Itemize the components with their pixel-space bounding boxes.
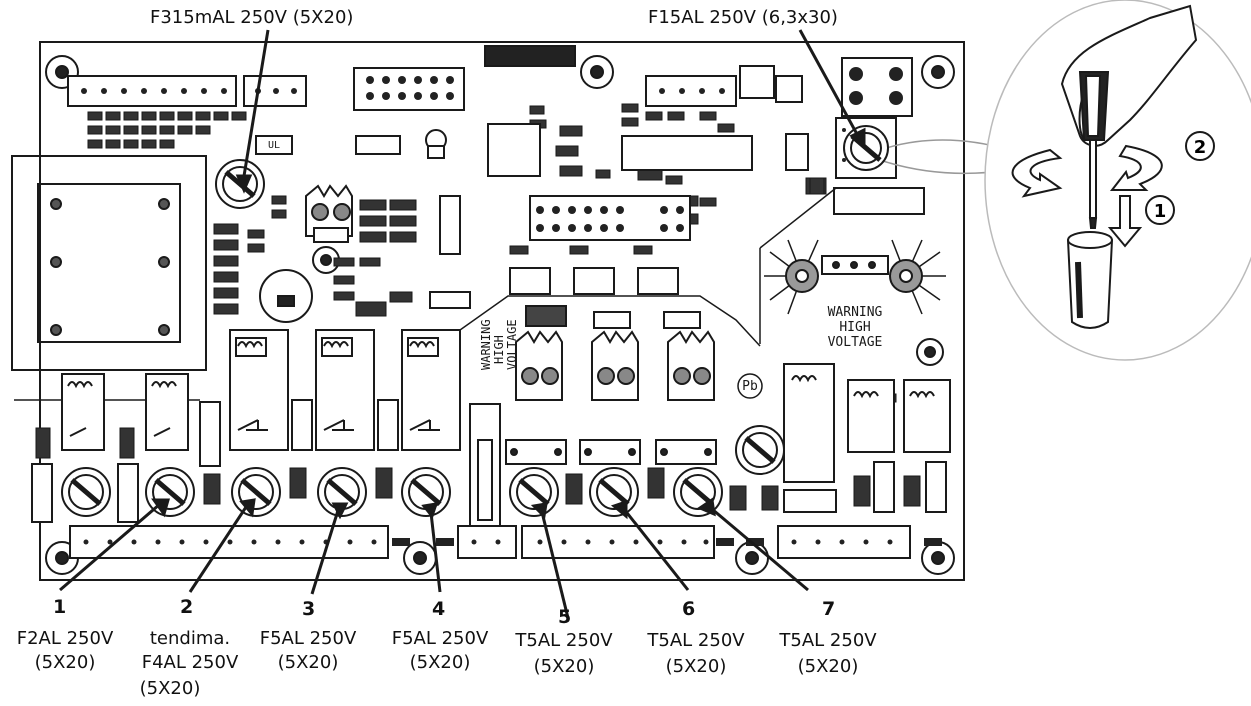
fuse-number-1: 1 <box>53 596 67 618</box>
fuse-number-3: 3 <box>302 598 316 620</box>
step-markers: 1 2 <box>1145 131 1215 225</box>
fuse-number-2: 2 <box>180 596 194 618</box>
fuse-rating-3-line1: F5AL 250V <box>259 628 357 649</box>
resistors-bottom <box>35 177 921 511</box>
heatsinks-hs <box>515 305 715 401</box>
fuse-number-4: 4 <box>432 598 446 620</box>
fuse-rating-4-line2: (5X20) <box>409 652 471 673</box>
fuse-holder-5 <box>509 467 559 517</box>
step-1-circle <box>1145 195 1175 225</box>
board-labels: WARNING HIGH VOLTAGE UL Pb <box>268 140 883 394</box>
inset-zoom <box>879 0 1251 361</box>
fuse-label-top-left: F315mAL 250V (5X20) <box>150 7 354 28</box>
transformer <box>11 155 207 371</box>
inset-fuse-cap <box>843 125 889 171</box>
fuse-rating-2-line3: (5X20) <box>139 678 201 699</box>
pb-mark: Pb <box>742 379 758 394</box>
pb-circle <box>737 373 763 399</box>
fuse-holders-bottom <box>61 425 785 517</box>
step-2-circle <box>1185 131 1215 161</box>
pointer-lines <box>59 29 866 619</box>
fuse-number-6: 6 <box>682 598 696 620</box>
fuse-rating-7-line1: T5AL 250V <box>779 630 877 651</box>
mounting-hole <box>580 55 614 89</box>
pcb-board <box>39 41 965 581</box>
fuse-rating-2-line2: F4AL 250V <box>141 652 239 673</box>
warning-upper-line2: HIGH <box>839 320 870 335</box>
fuse-rating-1-line2: (5X20) <box>34 652 96 673</box>
relays-left <box>31 373 221 523</box>
fuse-holder-top-right <box>843 125 889 171</box>
mounting-hole <box>312 246 340 274</box>
terminal-blocks <box>69 525 911 559</box>
fuse-rating-7-line2: (5X20) <box>797 656 859 677</box>
mounting-hole <box>921 541 955 575</box>
mounting-hole <box>45 55 79 89</box>
fuse-holder-2 <box>231 467 281 517</box>
fuse-holder-6 <box>589 467 639 517</box>
capacitors-film <box>469 403 717 535</box>
fuse-rating-1-line1: F2AL 250V <box>16 628 114 649</box>
fuse-holder-4 <box>401 467 451 517</box>
fuse-number-7: 7 <box>822 598 836 620</box>
mounting-hole <box>403 541 437 575</box>
heatsink-hs4 <box>785 255 923 293</box>
fuse-rating-5-line2: (5X20) <box>533 656 595 677</box>
fuse-rating-4-line1: F5AL 250V <box>391 628 489 649</box>
capacitor-c37 <box>425 129 447 159</box>
screwdriver-icon <box>1078 71 1110 229</box>
fuse-rating-2-line1: tendima. <box>149 628 231 649</box>
fuse-holder-pf10 <box>61 467 111 517</box>
relays-main <box>229 329 461 451</box>
mounting-hole <box>921 55 955 89</box>
mounting-hole <box>735 541 769 575</box>
capacitor-c30 <box>259 269 313 323</box>
step-2-label: 2 <box>1194 137 1207 158</box>
mounting-hole <box>916 338 944 366</box>
relays-right <box>783 363 951 513</box>
heatsink-hs5 <box>305 184 353 243</box>
warning-rotated: WARNING HIGH VOLTAGE <box>479 319 519 370</box>
rotate-arrows-icon <box>1011 144 1163 198</box>
warning-upper-line3: VOLTAGE <box>828 335 883 350</box>
ul-mark: UL <box>268 140 280 151</box>
warning-upper-line1: WARNING <box>828 305 883 320</box>
down-arrow-icon <box>1107 195 1143 248</box>
step-1-label: 1 <box>1154 201 1167 222</box>
fuse-rating-6-line2: (5X20) <box>665 656 727 677</box>
top-connectors <box>67 45 913 117</box>
warning-rotated-line1: WARNING <box>479 319 493 370</box>
fuse-rating-5-line1: T5AL 250V <box>515 630 613 651</box>
fuse-rating-6-line1: T5AL 250V <box>647 630 745 651</box>
relay-coils <box>235 337 440 431</box>
terminal-dots <box>83 538 942 546</box>
warning-rotated-line3: VOLTAGE <box>505 319 519 370</box>
fuse-holder-pf11 <box>735 425 785 475</box>
fuse-cap-icon <box>1066 231 1114 329</box>
mounting-holes <box>45 55 955 575</box>
fuse-rating-3-line2: (5X20) <box>277 652 339 673</box>
fuse-label-top-right: F15AL 250V (6,3x30) <box>648 7 838 28</box>
fuse-holder-7 <box>673 467 723 517</box>
warning-rotated-line2: HIGH <box>492 335 506 364</box>
fuse-number-5: 5 <box>558 606 572 628</box>
